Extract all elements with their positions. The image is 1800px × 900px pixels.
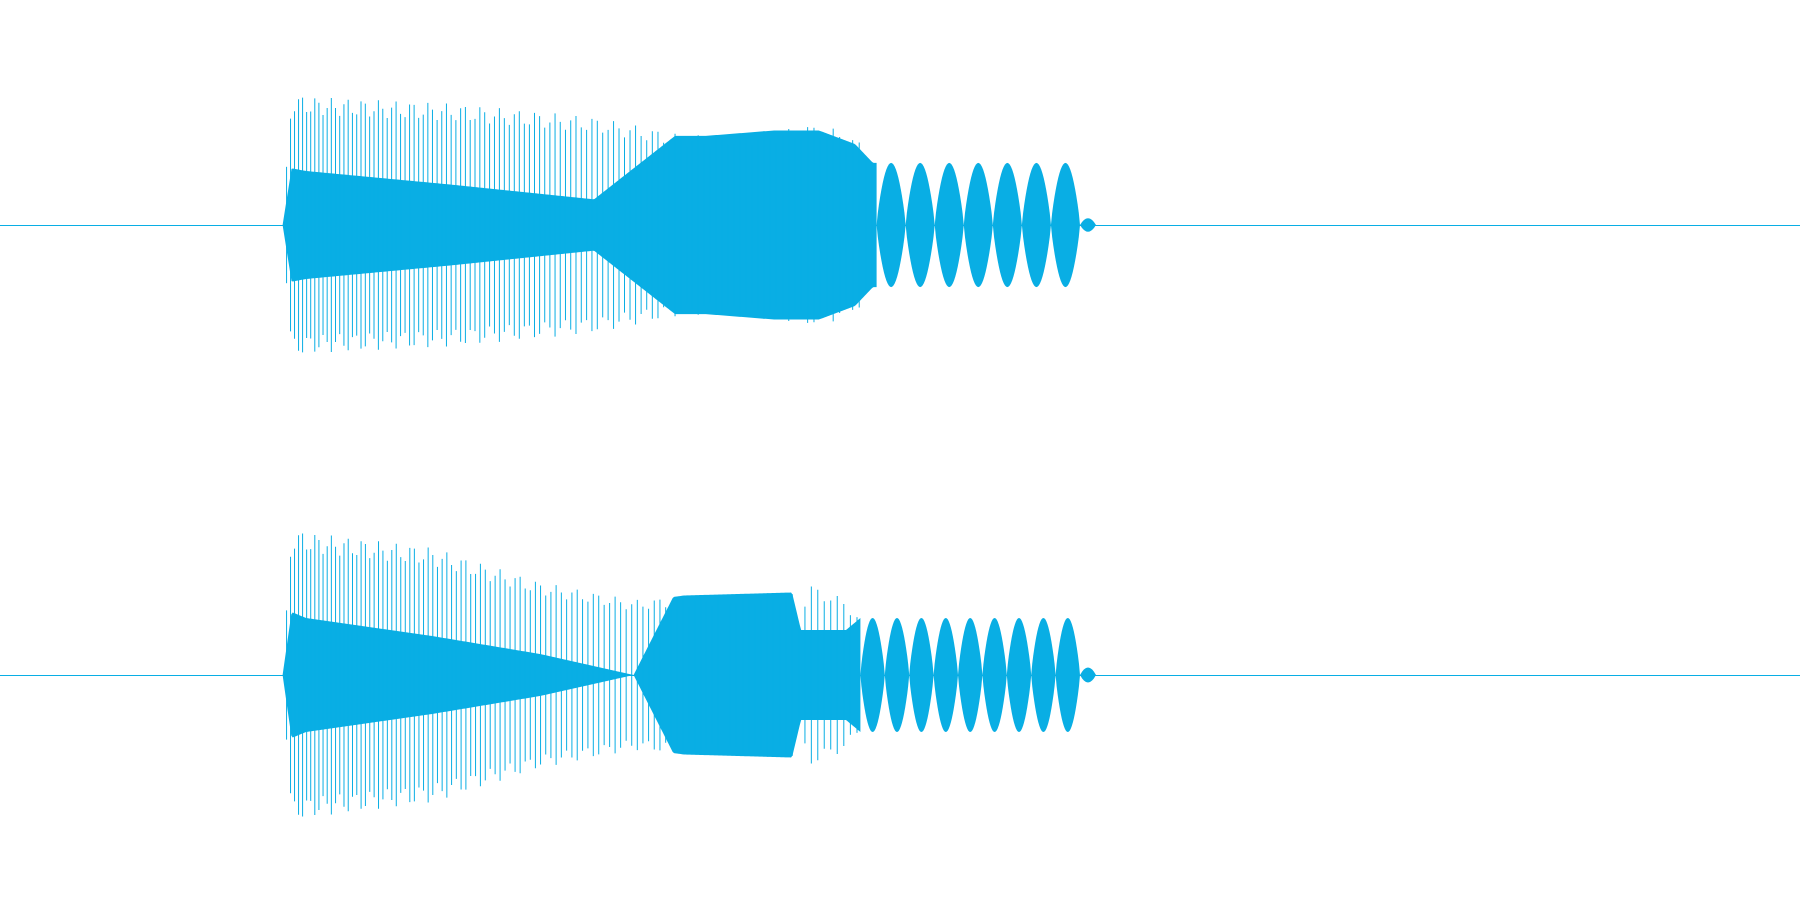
waveform-lobe	[958, 618, 983, 732]
waveform-lobe	[1031, 618, 1056, 732]
waveform-lobe	[1006, 618, 1032, 732]
waveform-lobe	[1021, 162, 1051, 288]
waveform-lobe	[1050, 162, 1080, 288]
waveform-channel-2	[0, 533, 1800, 817]
waveform-lobe	[909, 618, 934, 732]
waveform-tail-blip	[1080, 667, 1096, 683]
waveform-core	[282, 130, 877, 320]
waveform-channel-1	[0, 97, 1800, 353]
waveform-tail-blip	[1080, 218, 1096, 232]
waveform-lobe	[933, 618, 958, 732]
waveform-lobe	[905, 162, 935, 288]
waveform-lobe	[963, 162, 993, 288]
waveform-lobe	[884, 618, 910, 732]
waveform-lobe	[860, 618, 885, 732]
waveform-lobe	[1055, 618, 1080, 732]
waveform-lobe	[982, 618, 1007, 732]
waveform-lobe	[934, 162, 964, 288]
waveform-lobe	[992, 162, 1022, 288]
waveform-lobe	[876, 162, 906, 288]
